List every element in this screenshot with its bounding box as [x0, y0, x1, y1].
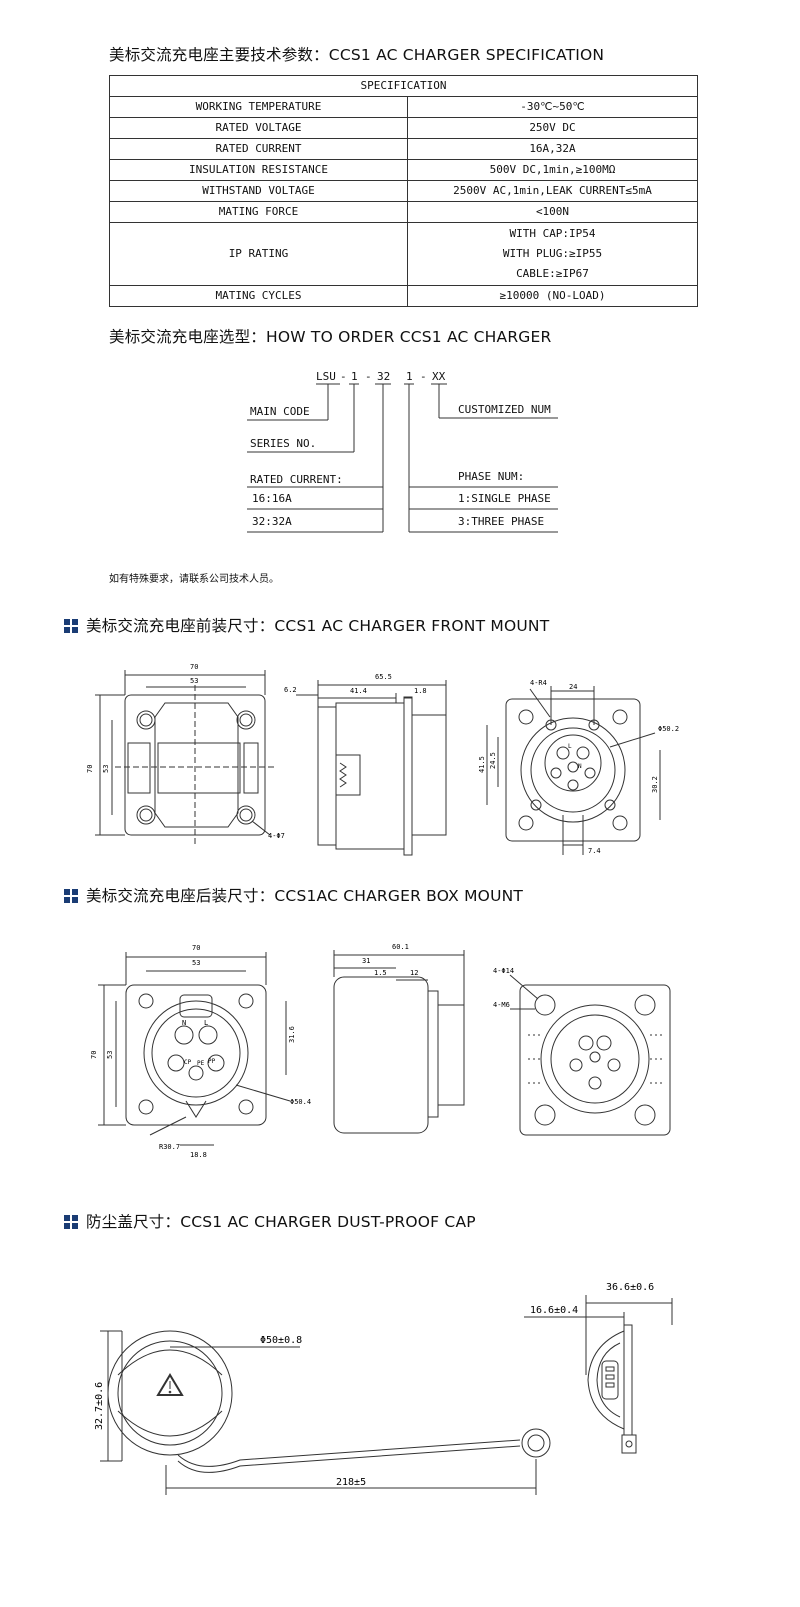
order-code-dash: - — [340, 370, 347, 383]
dim-cap-366: 36.6±0.6 — [606, 1282, 654, 1293]
spec-heading: 美标交流充电座主要技术参数：CCS1 AC CHARGER SPECIFICAT… — [109, 46, 605, 64]
dim-rear-r4: 4-R4 — [530, 679, 547, 687]
dim-box-12: 12 — [410, 969, 418, 977]
order-code-lsu: LSU — [316, 370, 336, 383]
spec-param: RATED CURRENT — [109, 138, 408, 160]
box-mount-title: 美标交流充电座后装尺寸：CCS1AC CHARGER BOX MOUNT — [86, 887, 524, 905]
cap-title: 防尘盖尺寸：CCS1 AC CHARGER DUST-PROOF CAP — [86, 1213, 476, 1231]
pin-label-l: L — [568, 743, 572, 750]
front-mount-drawing: 70 53 70 53 4-Φ7 65.5 6.2 41.4 1.8 4-R4 … — [86, 663, 679, 856]
label-three-phase: 3:THREE PHASE — [458, 515, 545, 528]
dim-rear-24: 24 — [569, 683, 577, 691]
front-mount-title: 美标交流充电座前装尺寸：CCS1 AC CHARGER FRONT MOUNT — [86, 617, 550, 635]
dim-rear-245: 24.5 — [489, 752, 497, 769]
label-series-no: SERIES NO. — [250, 437, 317, 450]
spec-param: MATING CYCLES — [109, 285, 408, 307]
bullet-icon — [64, 1215, 78, 1229]
dim-box-h-outer: 70 — [90, 1051, 98, 1059]
spec-param: WORKING TEMPERATURE — [109, 96, 408, 118]
dim-side-flange: 6.2 — [284, 686, 297, 694]
dim-front-h-inner: 53 — [102, 765, 110, 773]
dim-box-r307: R30.7 — [159, 1143, 180, 1151]
dim-rear-415: 41.5 — [478, 756, 486, 773]
pin-label-n: N — [578, 763, 582, 770]
dim-cap-length: 218±5 — [336, 1477, 366, 1488]
dim-rear-302: 30.2 — [651, 776, 659, 793]
dim-cap-phi: Φ50±0.8 — [260, 1335, 302, 1346]
label-single-phase: 1:SINGLE PHASE — [458, 492, 551, 505]
dim-front-w-inner: 53 — [190, 677, 198, 685]
label-rated-current: RATED CURRENT: — [250, 473, 343, 486]
dim-rear-74: 7.4 — [588, 847, 601, 855]
box-mount-heading: 美标交流充电座后装尺寸：CCS1AC CHARGER BOX MOUNT — [64, 884, 523, 906]
front-mount-heading: 美标交流充电座前装尺寸：CCS1 AC CHARGER FRONT MOUNT — [64, 614, 549, 636]
ip-cable: CABLE:≥IP67 — [516, 267, 589, 280]
ip-with-plug: WITH PLUG:≥IP55 — [502, 247, 603, 260]
order-code-phase: 1 — [406, 370, 413, 383]
label-main-code: MAIN CODE — [250, 405, 310, 418]
dim-box-h-inner: 53 — [106, 1051, 114, 1059]
pin-label-pe: PE — [197, 1060, 205, 1067]
dim-box-depth: 60.1 — [392, 943, 409, 951]
pin-label-cp: CP — [184, 1059, 192, 1066]
bullet-icon — [64, 619, 78, 633]
label-phase-num: PHASE NUM: — [458, 470, 525, 483]
box-mount-drawing: 70 53 70 53 31.6 Φ50.4 R30.7 18.8 60.1 3… — [90, 943, 671, 1159]
order-code-lines — [247, 383, 558, 533]
dim-box-w-outer: 70 — [192, 944, 200, 952]
order-code-current: 32 — [377, 370, 391, 383]
order-heading: 美标交流充电座选型：HOW TO ORDER CCS1 AC CHARGER — [109, 328, 552, 346]
ip-with-cap: WITH CAP:IP54 — [509, 227, 596, 240]
pin-label-pp: PP — [208, 1058, 216, 1065]
spec-value: ≥10000 (NO-LOAD) — [407, 285, 698, 307]
spec-table: SPECIFICATION WORKING TEMPERATURE-30℃~50… — [109, 75, 698, 307]
dim-rear-phi: Φ50.2 — [658, 725, 679, 733]
dim-box-31: 31 — [362, 957, 370, 965]
dim-front-h-outer: 70 — [86, 765, 94, 773]
dim-side-gap: 1.8 — [414, 687, 427, 695]
label-16a: 16:16A — [252, 492, 292, 505]
spec-param: IP RATING — [109, 222, 408, 286]
pin-label-n: N — [182, 1019, 186, 1027]
dim-box-w-inner: 53 — [192, 959, 200, 967]
label-customized: CUSTOMIZED NUM — [458, 403, 551, 416]
dim-side-depth: 65.5 — [375, 673, 392, 681]
dim-front-w-outer: 70 — [190, 663, 198, 671]
bullet-icon — [64, 889, 78, 903]
dim-front-hole: 4-Φ7 — [268, 832, 285, 840]
spec-param: INSULATION RESISTANCE — [109, 159, 408, 181]
spec-value: 500V DC,1min,≥100MΩ — [407, 159, 698, 181]
cap-heading: 防尘盖尺寸：CCS1 AC CHARGER DUST-PROOF CAP — [64, 1210, 476, 1232]
order-code-dash: - — [365, 370, 372, 383]
contact-note: 如有特殊要求，请联系公司技术人员。 — [109, 574, 279, 585]
order-code-dash: - — [420, 370, 427, 383]
dim-cap-166: 16.6±0.4 — [530, 1305, 578, 1316]
dim-box-holes14: 4-Φ14 — [493, 967, 514, 975]
spec-value-ip: WITH CAP:IP54 WITH PLUG:≥IP55 CABLE:≥IP6… — [407, 222, 698, 286]
dim-box-316: 31.6 — [288, 1026, 296, 1043]
order-code-series: 1 — [351, 370, 358, 383]
pin-label-l: L — [204, 1019, 208, 1027]
dim-cap-height: 32.7±0.6 — [94, 1382, 105, 1430]
cap-drawing: Φ50±0.8 32.7±0.6 218±5 36.6±0.6 16.6±0.4 — [94, 1282, 673, 1495]
dim-box-m6: 4-M6 — [493, 1001, 510, 1009]
dim-box-15: 1.5 — [374, 969, 387, 977]
dim-side-body: 41.4 — [350, 687, 367, 695]
order-code-custom: XX — [432, 370, 446, 383]
dim-box-188: 18.8 — [190, 1151, 207, 1159]
label-32a: 32:32A — [252, 515, 292, 528]
dim-box-phi: Φ50.4 — [290, 1098, 311, 1106]
